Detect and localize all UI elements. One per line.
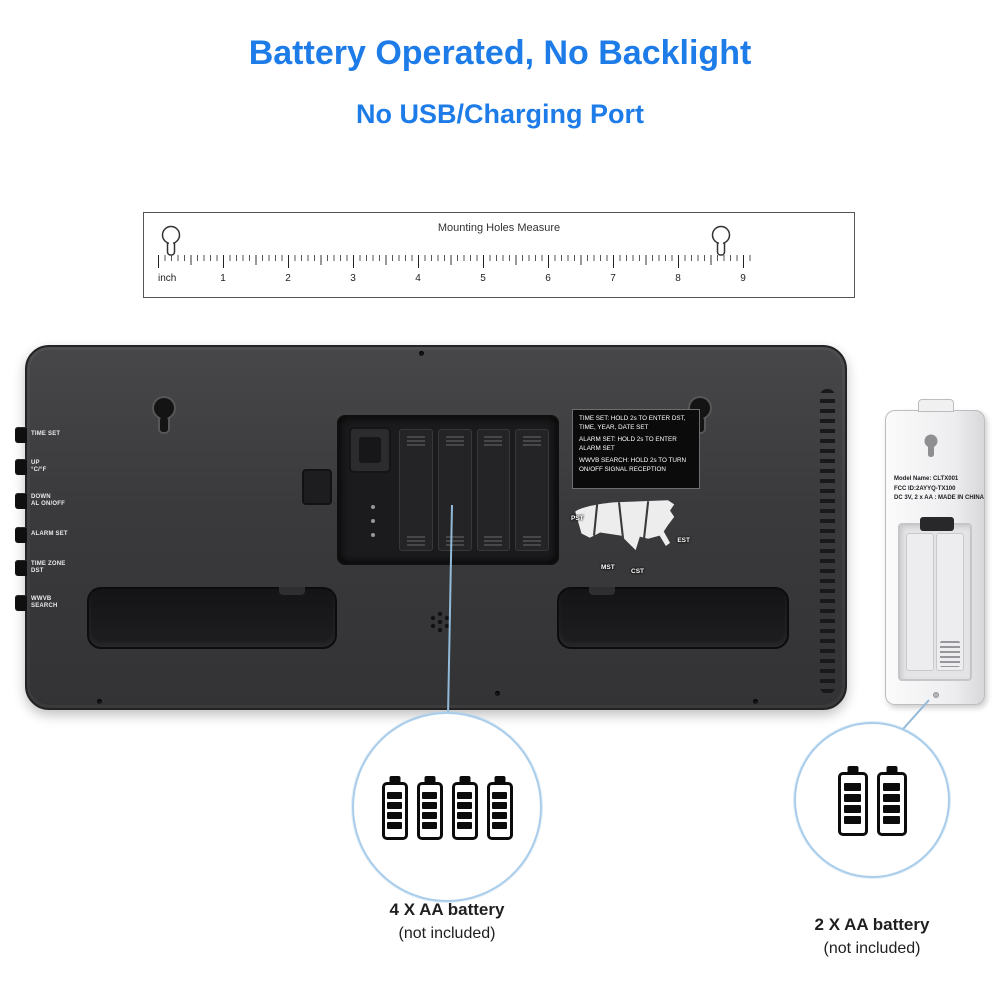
ruler-number: 1 bbox=[220, 273, 226, 284]
ruler-number: 7 bbox=[610, 273, 616, 284]
button-nub[interactable] bbox=[15, 527, 27, 543]
indicator-dot bbox=[371, 519, 375, 523]
battery-count-label: 4 X AA battery bbox=[389, 900, 505, 919]
button-label: TIME ZONE DST bbox=[31, 560, 66, 574]
speaker-holes-icon bbox=[430, 611, 450, 633]
ruler-number: 8 bbox=[675, 273, 681, 284]
battery-icon bbox=[381, 781, 408, 840]
battery-icon bbox=[416, 781, 443, 840]
ruler-number: 4 bbox=[415, 273, 421, 284]
battery-slots bbox=[399, 429, 549, 551]
ruler-number: 9 bbox=[740, 273, 746, 284]
subheadline: No USB/Charging Port bbox=[356, 99, 644, 129]
sensor-battery-callout bbox=[794, 722, 950, 878]
battery-slot bbox=[515, 429, 549, 551]
battery-slot bbox=[476, 429, 511, 551]
screw bbox=[495, 691, 500, 696]
indicator-dot bbox=[371, 505, 375, 509]
ruler-number: 3 bbox=[350, 273, 356, 284]
button-label: TIME SET bbox=[31, 431, 61, 438]
mounting-ruler: Mounting Holes Measure inch 1 2 3 4 5 6 … bbox=[143, 212, 855, 298]
time-zone-button[interactable]: TIME ZONE DST bbox=[15, 560, 65, 576]
us-map-icon bbox=[575, 500, 675, 551]
wwvb-search-button[interactable]: WWVB SEARCH bbox=[15, 595, 58, 611]
ruler-title: Mounting Holes Measure bbox=[437, 222, 561, 234]
time-set-button[interactable]: TIME SET bbox=[15, 427, 60, 443]
battery-channel bbox=[906, 533, 934, 671]
stand-notch bbox=[589, 587, 615, 595]
battery-icon bbox=[876, 771, 907, 836]
remote-sensor: Model Name: CLTX001 FCC ID:2AYYQ-TX100 D… bbox=[885, 399, 985, 705]
button-label: DOWN AL ON/OFF bbox=[31, 493, 66, 507]
not-included-note: (not included) bbox=[823, 940, 921, 957]
battery-door-latch[interactable] bbox=[349, 427, 391, 473]
keyhole-icon bbox=[711, 225, 731, 256]
battery-spring bbox=[940, 641, 960, 667]
screw bbox=[419, 351, 424, 356]
ruler-number: 6 bbox=[545, 273, 551, 284]
sensor-model: Model Name: CLTX001 bbox=[894, 476, 959, 482]
ruler-ticks bbox=[158, 255, 753, 268]
button-label: UP °C/°F bbox=[31, 459, 47, 473]
battery-slot bbox=[437, 429, 472, 551]
sensor-battery-compartment[interactable] bbox=[898, 517, 972, 681]
keyhole-icon bbox=[924, 434, 938, 457]
up-button[interactable]: UP °C/°F bbox=[15, 459, 46, 475]
ruler-unit: inch bbox=[158, 273, 177, 284]
screw bbox=[753, 699, 758, 704]
instruction-line: TIME SET: HOLD 2s TO ENTER DST, TIME, YE… bbox=[579, 415, 686, 431]
clock-battery-callout bbox=[352, 712, 542, 902]
battery-icon bbox=[451, 781, 478, 840]
button-label: ALARM SET bbox=[31, 531, 68, 538]
screw bbox=[97, 699, 102, 704]
battery-icon bbox=[486, 781, 513, 840]
battery-count-label: 2 X AA battery bbox=[814, 915, 930, 934]
down-button[interactable]: DOWN AL ON/OFF bbox=[15, 493, 65, 509]
instruction-line: WWVB SEARCH: HOLD 2s TO TURN ON/OFF SIGN… bbox=[579, 457, 687, 473]
screw bbox=[933, 692, 939, 698]
keyhole-icon bbox=[152, 396, 176, 434]
not-included-note: (not included) bbox=[398, 925, 496, 942]
instruction-line: ALARM SET: HOLD 2s TO ENTER ALARM SET bbox=[579, 436, 677, 452]
battery-icon bbox=[837, 771, 868, 836]
button-label: WWVB SEARCH bbox=[31, 595, 58, 609]
ruler-number: 2 bbox=[285, 273, 291, 284]
side-clip bbox=[302, 469, 332, 505]
sensor-battery-caption: 2 X AA battery (not included) bbox=[772, 915, 972, 958]
stand-notch bbox=[279, 587, 305, 595]
sensor-power: DC 3V, 2 x AA : MADE IN CHINA bbox=[894, 495, 985, 502]
button-nub[interactable] bbox=[15, 595, 27, 611]
sensor-label: Model Name: CLTX001 FCC ID:2AYYQ-TX100 D… bbox=[894, 475, 984, 504]
timezone-label-pst: PST bbox=[571, 515, 584, 522]
battery-slot bbox=[399, 429, 433, 551]
us-timezone-map: PST MST CST EST bbox=[569, 493, 694, 575]
timezone-label-cst: CST bbox=[631, 568, 644, 575]
sensor-battery-clip bbox=[920, 517, 954, 531]
clock-battery-compartment[interactable] bbox=[337, 415, 559, 565]
timezone-label-est: EST bbox=[677, 537, 690, 544]
clock-back-panel: TIME SET UP °C/°F DOWN AL ON/OFF ALARM S… bbox=[15, 345, 847, 710]
clock-battery-caption: 4 X AA battery (not included) bbox=[332, 900, 562, 943]
kickstand-slot-left[interactable] bbox=[87, 587, 337, 649]
timezone-label-mst: MST bbox=[601, 564, 615, 571]
sensor-fcc-id: FCC ID:2AYYQ-TX100 bbox=[894, 485, 956, 492]
alarm-set-button[interactable]: ALARM SET bbox=[15, 527, 68, 543]
sensor-mount-bracket bbox=[918, 399, 954, 412]
keyhole-icon bbox=[161, 225, 181, 256]
instruction-label: TIME SET: HOLD 2s TO ENTER DST, TIME, YE… bbox=[572, 409, 700, 489]
button-nub[interactable] bbox=[15, 493, 27, 509]
headline: Battery Operated, No Backlight bbox=[248, 34, 752, 72]
speaker-vent bbox=[820, 389, 835, 694]
button-nub[interactable] bbox=[15, 427, 27, 443]
indicator-dot bbox=[371, 533, 375, 537]
kickstand-slot-right[interactable] bbox=[557, 587, 789, 649]
button-nub[interactable] bbox=[15, 560, 27, 576]
ruler-number: 5 bbox=[480, 273, 486, 284]
button-nub[interactable] bbox=[15, 459, 27, 475]
